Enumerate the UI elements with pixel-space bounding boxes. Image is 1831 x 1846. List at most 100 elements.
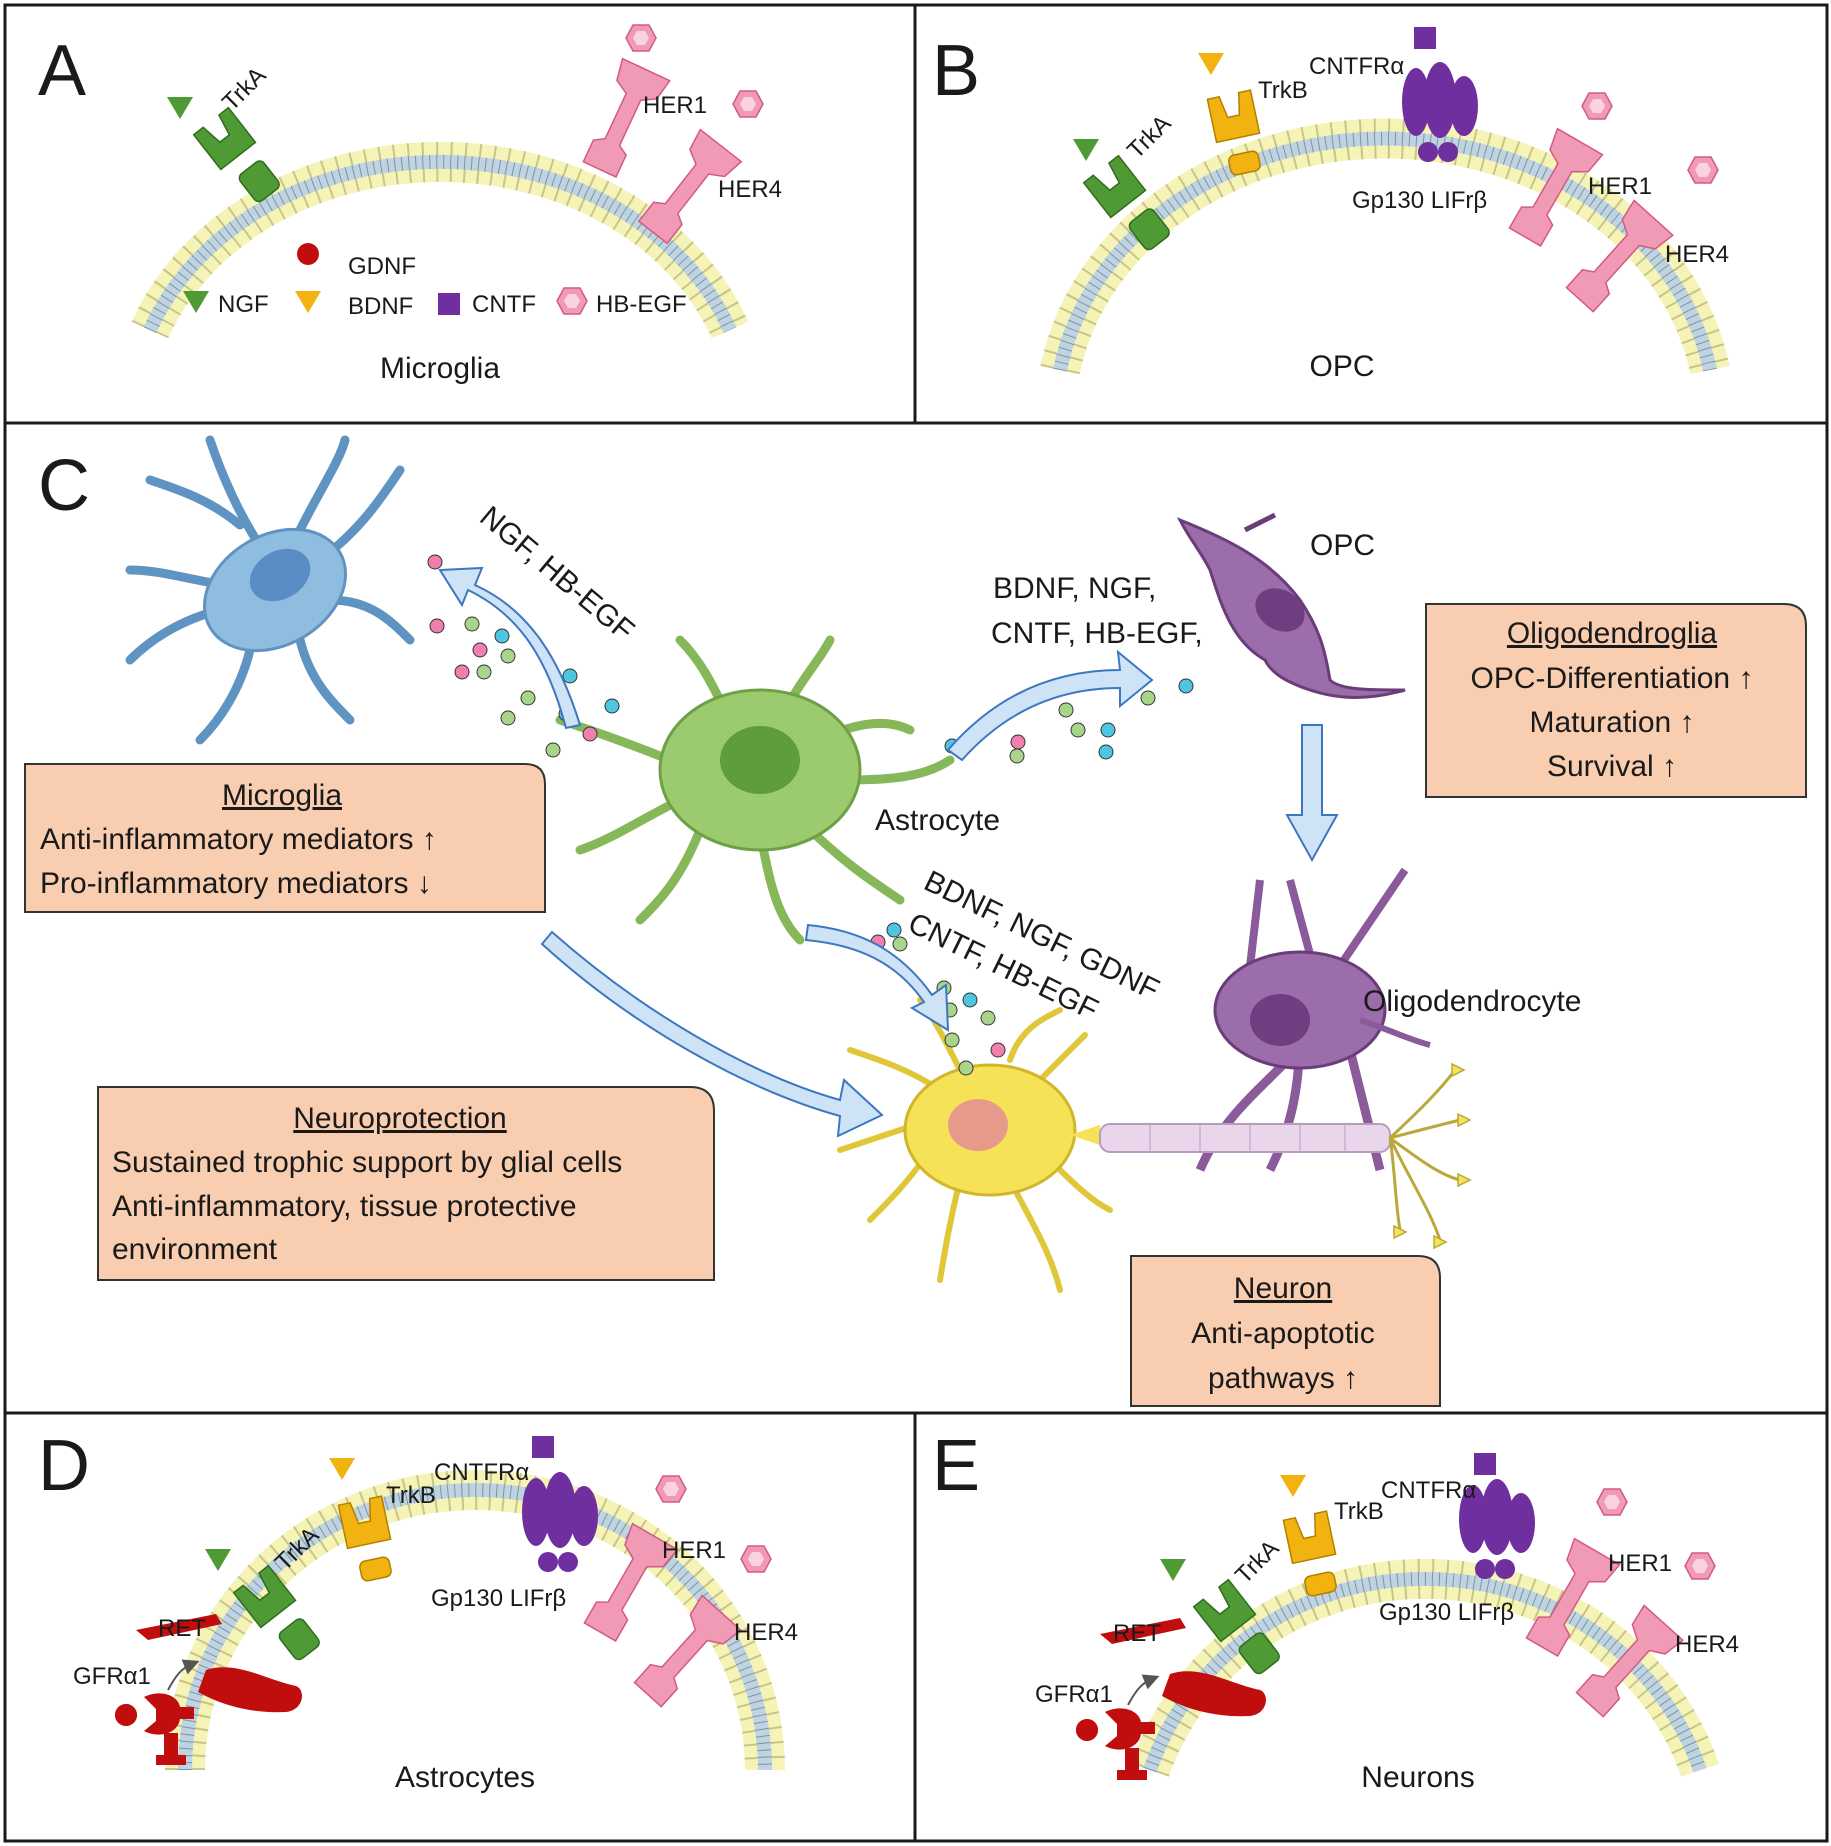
microglia-box-title: Microglia	[222, 779, 342, 812]
gdnf-ligand-d	[115, 1704, 137, 1726]
ngf-ligand	[167, 97, 193, 119]
ret-label-d: RET	[158, 1615, 206, 1642]
legend-cntf: CNTF	[472, 291, 536, 318]
arrow-to-opc	[946, 649, 1154, 762]
neuron-box-line1: Anti-apoptotic	[1191, 1317, 1374, 1350]
her4-label: HER4	[718, 176, 782, 203]
ngf-ligand-e	[1160, 1559, 1186, 1581]
legend-gdnf: GDNF	[348, 253, 416, 280]
factors-to-opc-2: CNTF, HB-EGF,	[991, 617, 1203, 650]
ngf-ligand-d	[205, 1549, 231, 1571]
neuroprotection-box-title: Neuroprotection	[293, 1102, 506, 1135]
axon	[1099, 1123, 1391, 1153]
trka-label-b: TrkA	[1122, 110, 1176, 164]
trkb-label-b: TrkB	[1258, 77, 1308, 104]
microglia-box-line2: Pro-inflammatory mediators ↓	[40, 867, 432, 900]
factors-to-microglia: NGF, HB-EGF	[474, 500, 641, 647]
arrow-to-neuron	[804, 923, 950, 1032]
panel-frames	[3, 3, 1829, 1843]
neuroprotection-box-line2: Anti-inflammatory, tissue protective	[112, 1190, 577, 1223]
her1-label: HER1	[643, 92, 707, 119]
ngf-ligand-b	[1073, 139, 1099, 161]
gp130-label-b: Gp130 LIFrβ	[1352, 187, 1487, 214]
her4-label-e: HER4	[1675, 1631, 1739, 1658]
legend: GDNF NGF BDNF CNTF HB-EGF	[183, 243, 687, 320]
astrocyte-label: Astrocyte	[875, 804, 1000, 837]
cell-name-b: OPC	[1309, 350, 1374, 383]
trkb-label-e: TrkB	[1334, 1498, 1384, 1525]
panel-c: C OPC	[24, 435, 1807, 1407]
oligodendroglia-box-line1: OPC-Differentiation ↑	[1471, 662, 1754, 695]
legend-hbegf: HB-EGF	[596, 291, 687, 318]
gp130-label-d: Gp130 LIFrβ	[431, 1585, 566, 1612]
bdnf-ligand-e	[1280, 1475, 1306, 1497]
cntfra-label-e: CNTFRα	[1381, 1477, 1476, 1504]
opc-cell	[1176, 512, 1406, 699]
bdnf-ligand-b	[1198, 53, 1224, 75]
gp130-label-e: Gp130 LIFrβ	[1379, 1599, 1514, 1626]
hbegf-ligand-b	[1581, 92, 1613, 120]
neuron-box-title: Neuron	[1234, 1272, 1332, 1305]
neuroprotection-box: Neuroprotection Sustained trophic suppor…	[97, 1086, 715, 1281]
her1-label-b: HER1	[1588, 173, 1652, 200]
membrane-a	[131, 141, 749, 339]
hbegf-ligand-b2	[1687, 156, 1719, 184]
neuron-box: Neuron Anti-apoptotic pathways ↑	[1130, 1255, 1441, 1407]
bdnf-ligand-d	[329, 1458, 355, 1480]
gfra1-label-e: GFRα1	[1035, 1681, 1113, 1708]
hbegf-legend-icon	[556, 287, 588, 315]
oligodendroglia-box-title: Oligodendroglia	[1507, 617, 1717, 650]
oligodendroglia-box-line3: Survival ↑	[1547, 750, 1677, 783]
cntf-ligand-b	[1414, 27, 1436, 49]
cntf-ligand-d	[532, 1436, 554, 1458]
oligodendroglia-box: Oligodendroglia OPC-Differentiation ↑ Ma…	[1425, 603, 1807, 798]
legend-bdnf: BDNF	[348, 293, 413, 320]
gfra1-label-d: GFRα1	[73, 1663, 151, 1690]
membrane-d	[165, 1470, 785, 1771]
cntfra-label-d: CNTFRα	[434, 1459, 529, 1486]
her1-receptor	[575, 57, 671, 182]
trka-label-e: TrkA	[1230, 1535, 1284, 1589]
arrow-microglia-to-neuron	[540, 930, 884, 1138]
oligodendrocyte-cell	[1195, 867, 1431, 1173]
panel-letter-c: C	[38, 446, 90, 526]
gdnf-legend-icon	[297, 243, 319, 265]
gdnf-ligand-e	[1076, 1719, 1098, 1741]
arrow-to-microglia	[438, 566, 582, 730]
neuroprotection-box-line1: Sustained trophic support by glial cells	[112, 1146, 622, 1179]
panel-a: A TrkA HER1 HER4 GDNF NGF BDNF CNTF HB-E…	[38, 24, 782, 385]
her1-label-d: HER1	[662, 1537, 726, 1564]
hbegf-ligand-e2	[1684, 1552, 1716, 1580]
panel-letter-d: D	[38, 1426, 90, 1506]
differentiation-arrow	[1285, 724, 1339, 863]
cntf-receptor-d	[522, 1472, 598, 1572]
cntf-legend-icon	[438, 293, 460, 315]
hbegf-ligand-e	[1596, 1488, 1628, 1516]
hbegf-ligand	[625, 24, 657, 52]
cntfra-label-b: CNTFRα	[1309, 53, 1404, 80]
panel-d: D RET GFRα1 TrkA TrkB CNTFRα Gp130 LIFrβ…	[38, 1426, 798, 1794]
neuron-cell	[837, 997, 1472, 1293]
panel-e: E RET GFRα1 TrkA TrkB CNTFRα Gp130 LIFrβ…	[932, 1426, 1739, 1794]
factors-to-opc-1: BDNF, NGF,	[993, 572, 1156, 605]
panel-letter-a: A	[38, 31, 86, 111]
panel-letter-e: E	[932, 1426, 980, 1506]
microglia-cell	[125, 435, 415, 745]
neuron-box-line2: pathways ↑	[1208, 1362, 1358, 1395]
her4-label-b: HER4	[1665, 241, 1729, 268]
cell-name-a: Microglia	[380, 352, 500, 385]
microglia-box-line1: Anti-inflammatory mediators ↑	[40, 823, 437, 856]
ret-label-e: RET	[1113, 1620, 1161, 1647]
panel-b: B TrkA TrkB CNTFRα Gp130 LIFrβ HER1 HER4…	[932, 27, 1730, 383]
cell-name-e: Neurons	[1361, 1761, 1474, 1794]
astrocyte-cell	[555, 635, 955, 945]
microglia-box: Microglia Anti-inflammatory mediators ↑ …	[24, 763, 546, 913]
panel-letter-b: B	[932, 31, 980, 111]
trkb-label-d: TrkB	[386, 1482, 436, 1509]
bdnf-legend-icon	[295, 291, 321, 313]
her1-label-e: HER1	[1608, 1550, 1672, 1577]
hbegf-ligand-d2	[740, 1545, 772, 1573]
opc-label: OPC	[1310, 529, 1375, 562]
cell-name-d: Astrocytes	[395, 1761, 535, 1794]
